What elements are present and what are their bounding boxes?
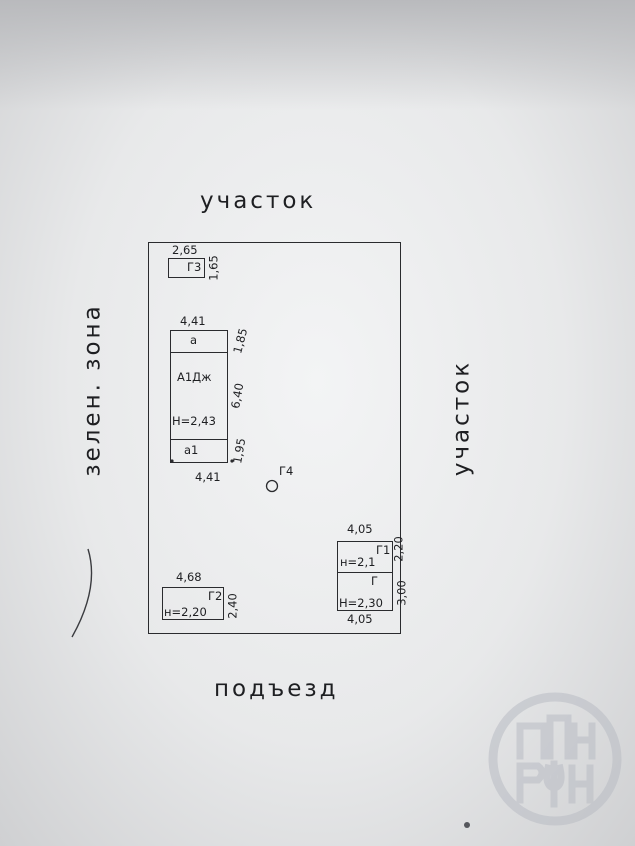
building-g2 [162, 587, 224, 620]
g-height-dim: 3,00 [394, 580, 409, 606]
g1-g-divider [337, 572, 393, 573]
label-left-green-zone: зелен. зона [79, 303, 106, 477]
corner-dots [170, 459, 234, 463]
room-a-partition [170, 330, 228, 353]
rfn-stamp-logo [488, 692, 622, 826]
a1dzh-top-width: 4,41 [180, 314, 206, 328]
g1-height-mark: н=2,1 [340, 555, 376, 569]
g4-circle [265, 479, 279, 493]
g1-height-dim: 2,20 [391, 536, 406, 562]
paper-dot [464, 822, 470, 828]
g2-width: 4,68 [176, 570, 202, 584]
label-right-plot: участок [448, 359, 475, 477]
a1dzh-height: Н=2,43 [172, 414, 216, 428]
plot-boundary [148, 242, 401, 634]
g-height-mark: Н=2,30 [339, 596, 383, 610]
g2-height-mark: н=2,20 [164, 605, 207, 619]
label-top-plot: участок [200, 188, 317, 214]
g2-height-dim: 2,40 [225, 593, 240, 619]
building-g3 [168, 258, 205, 278]
room-a1-partition [170, 439, 228, 440]
label-bottom-driveway: подъезд [214, 676, 339, 702]
g3-height: 1,65 [206, 255, 221, 281]
pen-mark [71, 548, 93, 638]
g2-name: Г2 [208, 589, 223, 603]
building-a1dzh [170, 330, 228, 463]
a1dzh-bottom-width: 4,41 [195, 470, 221, 484]
g1-g-width-top: 4,05 [347, 522, 373, 536]
g3-name: Г3 [187, 260, 202, 274]
g1-g-width-bottom: 4,05 [347, 612, 373, 626]
g4-name: Г4 [279, 464, 294, 478]
building-g1-g [337, 541, 393, 611]
paper-shadow [0, 0, 635, 110]
g3-width: 2,65 [172, 243, 198, 257]
g1-name: Г1 [376, 543, 391, 557]
room-a-label: а [190, 333, 198, 347]
a1dzh-name: А1Дж [177, 370, 212, 384]
g-name: Г [371, 574, 379, 588]
room-a1-label: а1 [184, 443, 199, 457]
